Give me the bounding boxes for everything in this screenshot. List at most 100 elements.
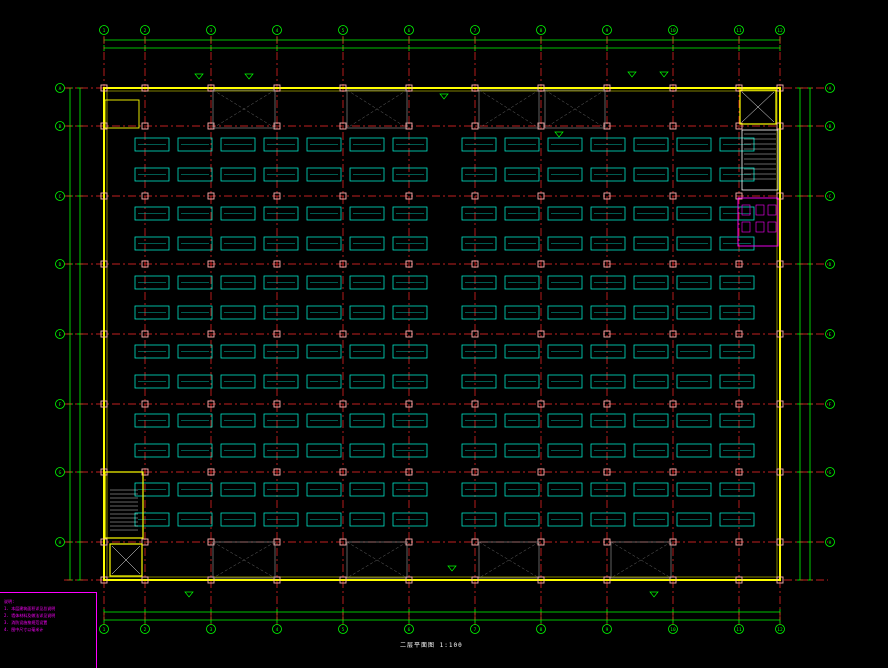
bench xyxy=(590,443,626,458)
bench xyxy=(134,374,170,389)
bench xyxy=(349,236,385,251)
bench xyxy=(263,236,299,251)
bench xyxy=(349,206,385,221)
axis-bubble xyxy=(338,624,348,634)
column xyxy=(669,260,677,268)
axis-bubble xyxy=(272,624,282,634)
bench xyxy=(263,167,299,182)
bench xyxy=(461,275,497,290)
column xyxy=(141,330,149,338)
axis-bubble-label: B xyxy=(59,124,62,130)
bench xyxy=(134,167,170,182)
bench xyxy=(633,275,669,290)
opening xyxy=(544,89,606,129)
axis-bubble xyxy=(206,624,216,634)
bench xyxy=(676,167,712,182)
bench xyxy=(392,413,428,428)
bench xyxy=(263,413,299,428)
axis-bubble-label: A xyxy=(829,86,832,92)
bench xyxy=(633,443,669,458)
column xyxy=(735,260,743,268)
column xyxy=(273,192,281,200)
bench xyxy=(263,482,299,497)
bench xyxy=(306,512,342,527)
axis-bubble-label: 11 xyxy=(736,28,742,34)
level-mark xyxy=(244,73,254,80)
column xyxy=(537,468,545,476)
bench xyxy=(676,482,712,497)
axis-bubble-label: 12 xyxy=(777,627,783,633)
bench xyxy=(263,344,299,359)
bench xyxy=(547,512,583,527)
axis-bubble xyxy=(825,259,835,269)
bench xyxy=(676,413,712,428)
stair-left xyxy=(104,471,144,539)
bench xyxy=(547,206,583,221)
bench xyxy=(134,206,170,221)
bench xyxy=(590,482,626,497)
bench xyxy=(590,275,626,290)
column xyxy=(100,260,108,268)
axis-bubble xyxy=(825,537,835,547)
column xyxy=(207,260,215,268)
bench xyxy=(504,305,540,320)
bench xyxy=(306,374,342,389)
bench xyxy=(504,344,540,359)
axis-bubble-label: G xyxy=(59,470,62,476)
bench xyxy=(461,482,497,497)
grid-axes xyxy=(64,36,828,625)
column xyxy=(405,122,413,130)
column xyxy=(339,84,347,92)
bench xyxy=(349,137,385,152)
bench xyxy=(547,374,583,389)
bench xyxy=(676,374,712,389)
bench xyxy=(263,137,299,152)
axis-bubble-label: 10 xyxy=(670,28,676,34)
column xyxy=(273,330,281,338)
bench xyxy=(177,482,213,497)
bench xyxy=(547,167,583,182)
bench xyxy=(590,344,626,359)
bench xyxy=(392,305,428,320)
bench xyxy=(177,236,213,251)
bench xyxy=(504,413,540,428)
bench-array xyxy=(134,137,755,527)
bench xyxy=(461,344,497,359)
column xyxy=(207,122,215,130)
axis-bubble xyxy=(99,25,109,35)
column xyxy=(339,192,347,200)
bench xyxy=(263,512,299,527)
bench xyxy=(220,482,256,497)
axis-bubble xyxy=(825,191,835,201)
toilet-fixture xyxy=(767,204,777,216)
exterior-wall xyxy=(103,87,781,581)
bench xyxy=(719,167,755,182)
opening xyxy=(610,541,672,579)
column xyxy=(776,400,784,408)
column xyxy=(603,576,611,584)
bench xyxy=(306,137,342,152)
axis-bubble xyxy=(470,25,480,35)
toilet-fixture xyxy=(755,204,765,216)
axis-bubble-label: 7 xyxy=(474,627,477,633)
bench xyxy=(220,167,256,182)
legend-line: 1. 本层建筑面积详见总说明 xyxy=(4,606,56,611)
stair-right xyxy=(741,129,779,191)
bench xyxy=(676,344,712,359)
bench xyxy=(392,236,428,251)
axis-bubble xyxy=(668,624,678,634)
column xyxy=(776,330,784,338)
axis-bubble xyxy=(825,329,835,339)
column xyxy=(207,576,215,584)
bench xyxy=(220,305,256,320)
opening-cross xyxy=(212,89,276,129)
opening-cross xyxy=(212,541,276,579)
axis-bubble xyxy=(404,624,414,634)
bench xyxy=(349,413,385,428)
bench xyxy=(177,413,213,428)
bench xyxy=(633,413,669,428)
bench xyxy=(134,344,170,359)
